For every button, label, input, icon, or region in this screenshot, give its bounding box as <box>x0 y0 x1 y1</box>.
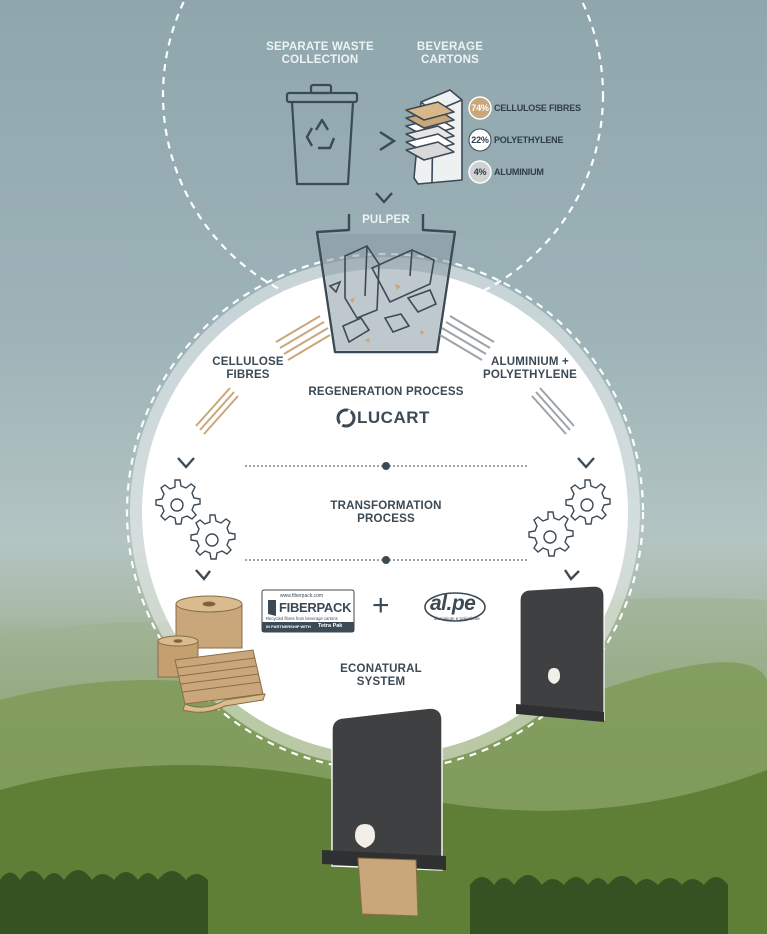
cellulose-badge <box>468 96 492 120</box>
econatural-system-label: ECONATURAL SYSTEM <box>340 663 422 688</box>
polyethylene-badge <box>468 128 492 152</box>
composition-percent: 74% <box>471 103 489 113</box>
lucart-logo-mark <box>336 408 356 428</box>
pulper-icon <box>315 214 457 354</box>
greater-than-icon <box>379 130 397 152</box>
pulper-label: PULPER <box>362 214 410 226</box>
aluminium-badge <box>468 160 492 184</box>
alpe-logo-swoosh <box>424 592 486 622</box>
tetrapak-logo: Tetra Pak <box>318 623 343 629</box>
process-circle <box>142 269 628 755</box>
small-dispenser-icon <box>516 585 605 722</box>
fiberpack-logo-frame <box>261 589 355 633</box>
transformation-process-label: TRANSFORMATION PROCESS <box>330 500 442 525</box>
composition-percent: 22% <box>471 135 489 145</box>
top-dashed-circle <box>161 0 605 317</box>
beverage-carton-icon <box>405 89 463 185</box>
gear-icon-right <box>528 479 611 557</box>
fiberpack-url: www.fiberpack.com <box>280 593 324 599</box>
lucart-logo: LUCART <box>357 408 430 427</box>
composition-percent: 4% <box>473 167 487 177</box>
recycling-bin-icon <box>285 83 359 186</box>
separator-dot-bottom <box>382 556 390 564</box>
large-dispenser-icon <box>322 707 446 917</box>
separator-dot-top <box>382 462 390 470</box>
cellulose-fibres-label: CELLULOSE FIBRES <box>212 356 284 381</box>
alpe-logo: al.pe <box>430 592 476 615</box>
gear-icon-left <box>155 479 236 560</box>
aluminium-polyethylene-label: ALUMINIUM + POLYETHYLENE <box>483 356 577 381</box>
aluminium-polyethylene-lines <box>439 315 575 435</box>
cellulose-fibre-lines <box>195 315 331 435</box>
plus-sign: + <box>372 589 390 622</box>
regeneration-process-label: REGENERATION PROCESS <box>308 386 464 398</box>
composition-label: CELLULOSE FIBRES <box>494 103 581 113</box>
fiberpack-tagline: Recycled fibres from beverage cartons <box>266 616 338 621</box>
composition-label: ALUMINIUM <box>494 167 544 177</box>
paper-products-icon <box>157 595 266 713</box>
fiberpack-partner: IN PARTNERSHIP WITH <box>266 624 311 629</box>
chevron-icons <box>177 457 595 581</box>
beverage-cartons-label: BEVERAGE CARTONS <box>416 41 484 66</box>
alpe-tagline: aluminium e polietilene <box>434 616 480 621</box>
tree-line <box>0 870 728 934</box>
separate-waste-label: SEPARATE WASTE COLLECTION <box>266 41 374 66</box>
fiberpack-logo: FIBERPACK <box>279 600 352 615</box>
composition-label: POLYETHYLENE <box>494 135 564 145</box>
chevron-down-icon <box>375 192 393 204</box>
